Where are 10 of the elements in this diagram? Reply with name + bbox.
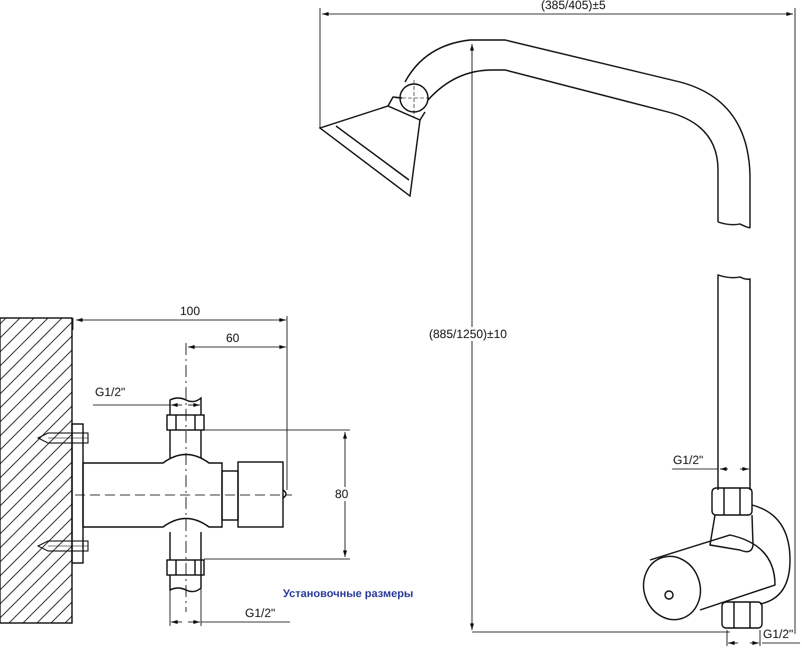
dimension-value: 60 [226,331,240,345]
thread-size-label: G1/2" [95,385,126,399]
dimension-value: 80 [334,487,350,501]
thread-size-label: G1/2" [763,627,794,641]
dimension-value: (385/405)±5 [540,0,607,12]
thread-size-label: G1/2" [673,453,704,467]
dimension-value: (885/1250)±10 [428,327,508,341]
dimension-value: 100 [180,304,200,318]
installation-dimensions-note: Установочные размеры [283,587,414,601]
thread-size-label: G1/2" [245,606,276,620]
